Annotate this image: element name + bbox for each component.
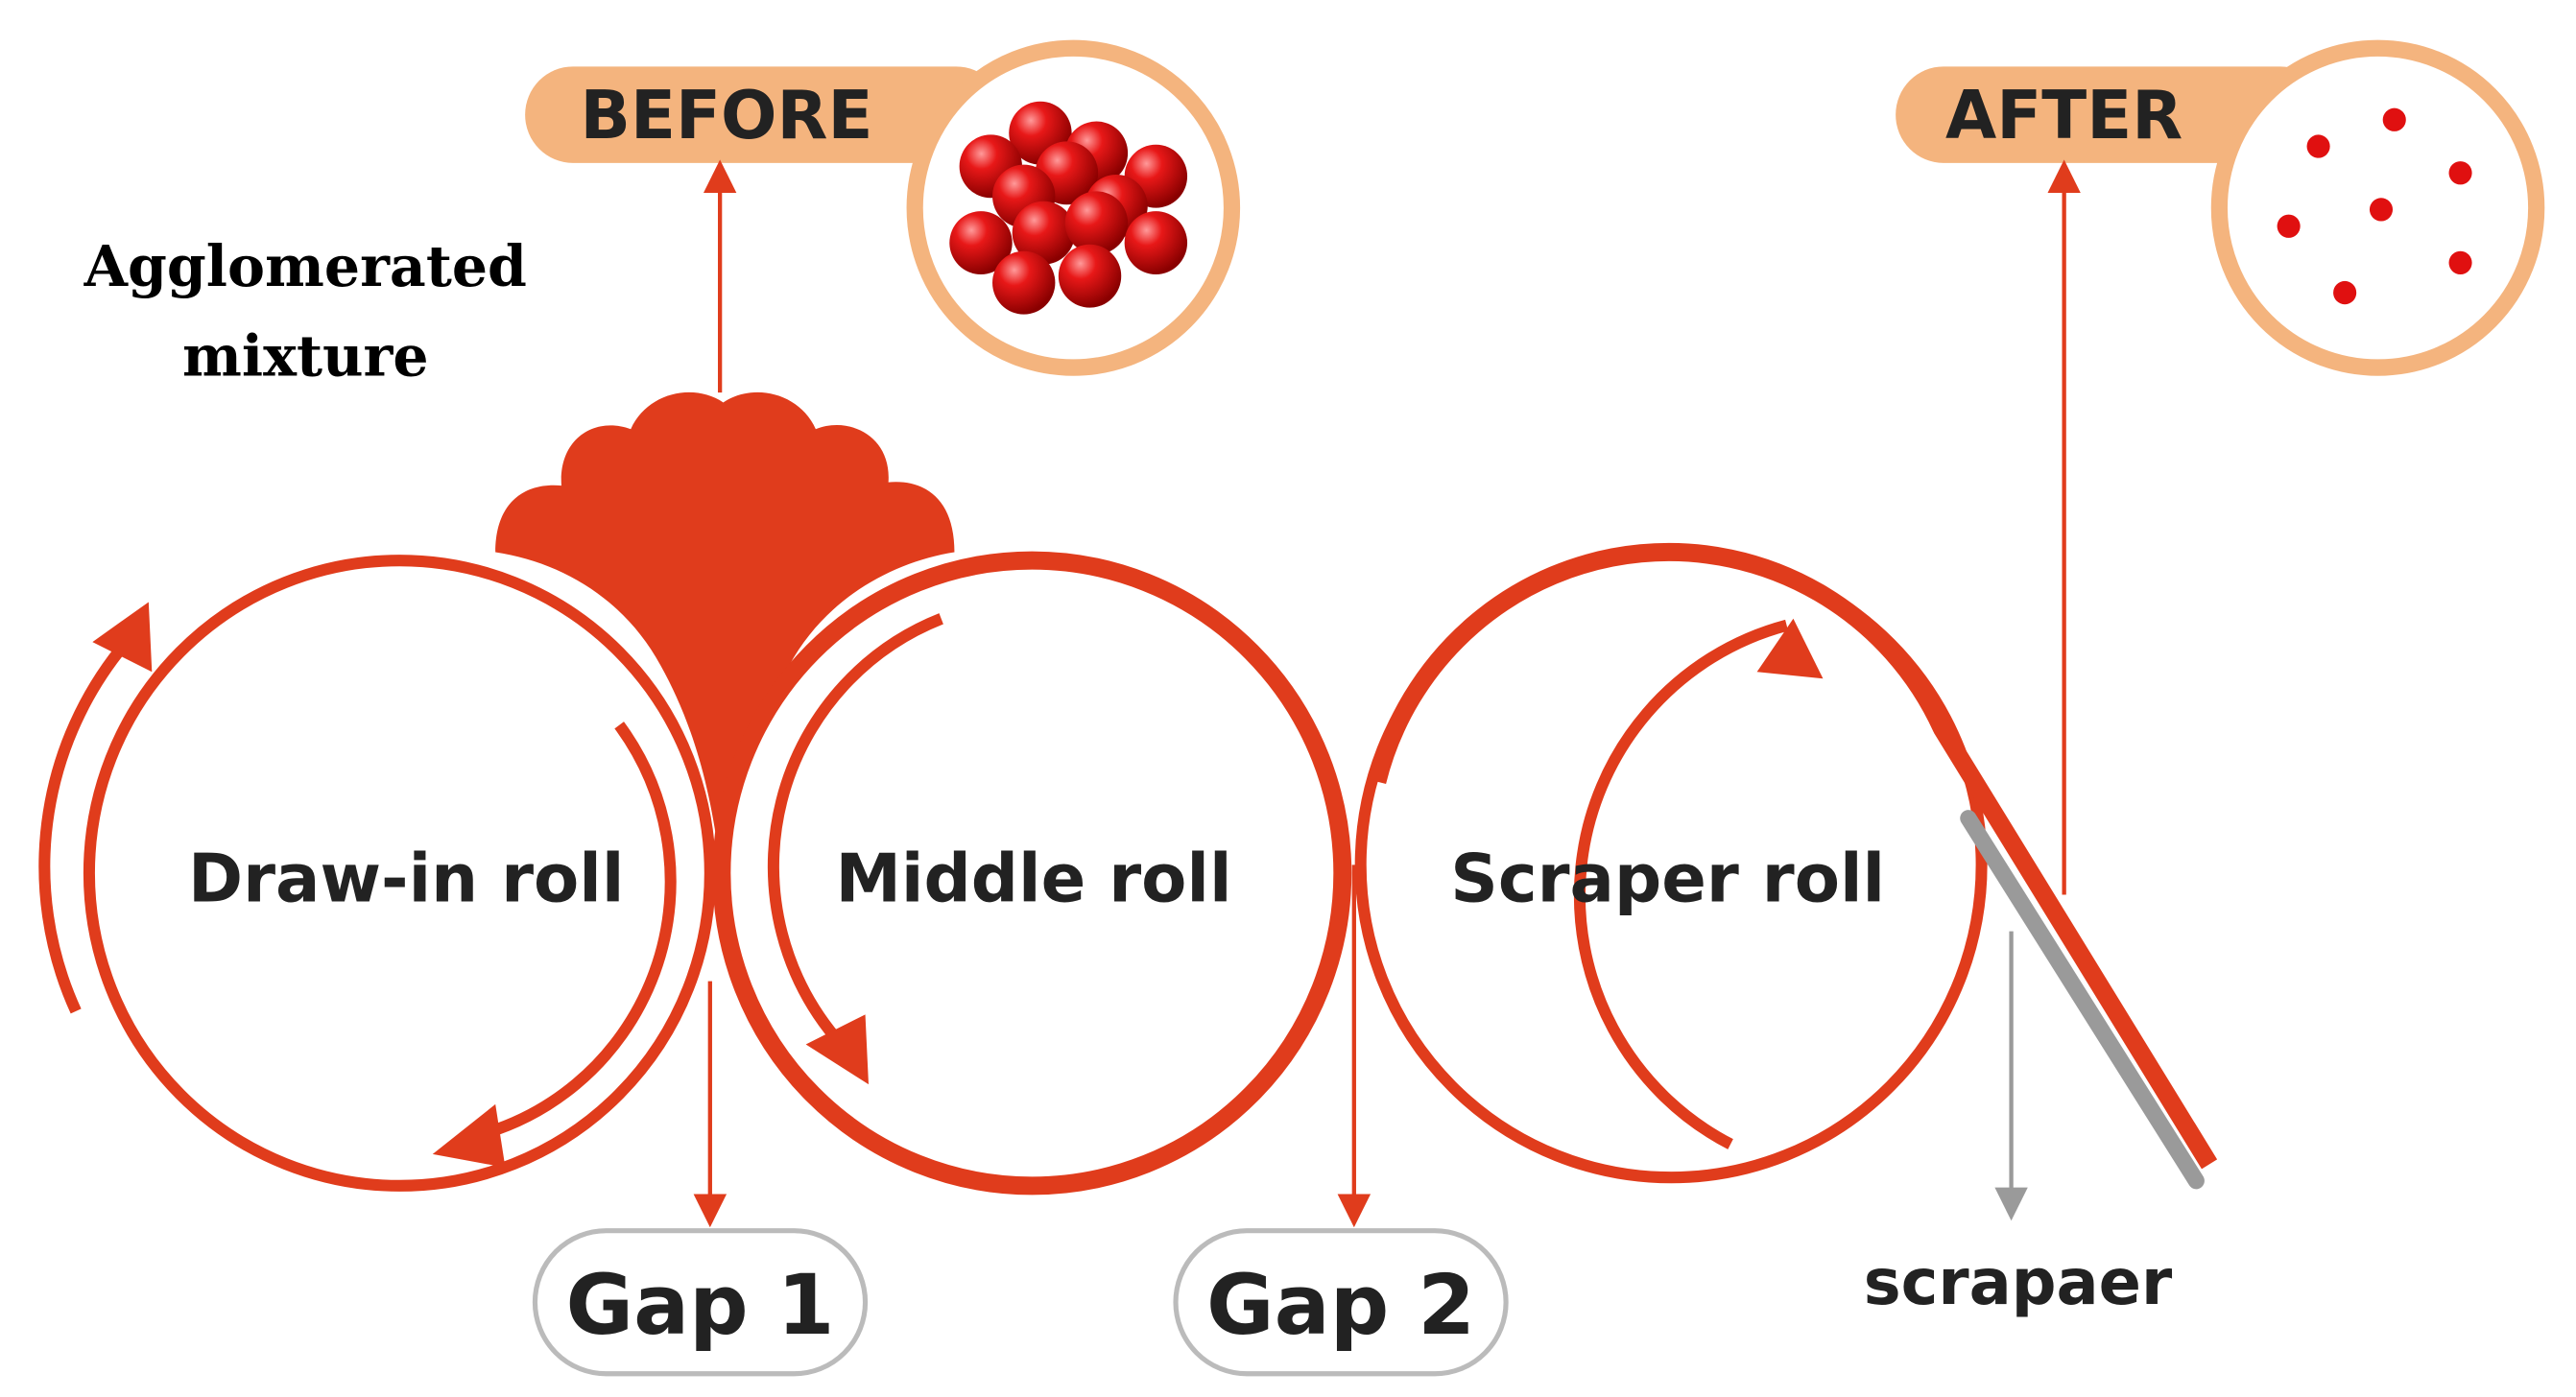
draw-in-roll-inner-arrowhead-icon	[432, 1103, 506, 1168]
dispersed-particles	[2277, 107, 2472, 305]
before-callout: BEFORE	[525, 39, 1241, 376]
agglomerated-mixture-blob	[495, 391, 955, 865]
after-label-pill	[1896, 66, 2328, 163]
draw-in-roll-outer-arrowhead-icon	[92, 602, 153, 673]
agglomerated-mixture-label-line2: mixture	[182, 323, 429, 390]
gap2-label-box	[1173, 1228, 1509, 1377]
scraper-blade	[1960, 810, 2205, 1190]
scraper-roll-label: Scraper roll	[1450, 841, 1885, 917]
draw-in-roll-label: Draw-in roll	[188, 841, 625, 917]
before-label: BEFORE	[581, 78, 873, 154]
scraper-roll-arrowhead-icon	[1756, 618, 1824, 679]
draw-in-roll-outer-rotation-arrow	[38, 627, 140, 1014]
material-film-on-scraper-roll	[1368, 542, 2218, 1170]
gap1-label-box	[532, 1228, 869, 1377]
agglomerated-mixture-label-line1: Agglomerated	[83, 233, 527, 299]
after-callout: AFTER	[1896, 39, 2545, 376]
scraper-label: scrapaer	[1864, 1246, 2173, 1319]
before-label-pill	[525, 66, 1005, 163]
gap2-label: Gap 2	[1206, 1258, 1475, 1354]
scraper-roll-rotation-arrow	[1573, 619, 1789, 1149]
after-label: AFTER	[1945, 78, 2182, 154]
draw-in-roll-inner-rotation-arrow	[467, 722, 677, 1144]
agglomerated-particles-cluster	[949, 101, 1188, 315]
gap1-label: Gap 1	[566, 1258, 835, 1354]
middle-roll-label: Middle roll	[835, 841, 1231, 917]
draw-in-roll	[83, 555, 716, 1192]
middle-roll-rotation-arrow	[767, 613, 943, 1042]
middle-roll	[712, 551, 1352, 1196]
middle-roll-arrowhead-icon	[805, 1014, 869, 1085]
